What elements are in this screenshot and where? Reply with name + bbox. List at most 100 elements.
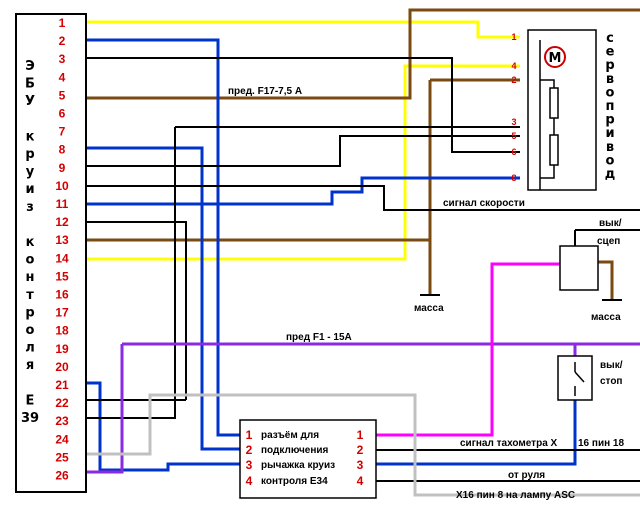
servo-label-char: в [606, 72, 614, 87]
ecu-label-char: т [26, 288, 34, 303]
servo-pin-2: 2 [511, 75, 516, 85]
ecu-pin-10: 10 [55, 179, 69, 193]
motor-icon [544, 46, 566, 68]
ecu-label-char: о [26, 253, 35, 268]
ecu-label-char: к [26, 129, 35, 144]
wire-yellow-pin14-servo4 [86, 64, 520, 261]
ecu-pin-22: 22 [55, 396, 69, 410]
ecu-label-char: л [25, 341, 35, 356]
ecu-pin-16: 16 [55, 288, 69, 302]
ecu-label-char: у [26, 165, 35, 180]
wire-blue-brake [376, 400, 577, 466]
ecu-pin-25: 25 [55, 450, 69, 464]
connector-right-pin-1: 1 [357, 428, 364, 442]
label-clutch-1: вык/ [599, 218, 622, 229]
label-from-steering: от руля [508, 470, 545, 481]
servo-label-char: в [606, 140, 614, 155]
servo-pin-8: 8 [511, 173, 516, 183]
ecu-label-char: о [26, 323, 35, 338]
connector-text-line: контроля Е34 [261, 476, 328, 487]
label-tacho-pin: 16 пин 18 [578, 438, 624, 449]
label-brake-2: стоп [600, 376, 622, 387]
servo-label-char: р [605, 113, 614, 128]
ecu-pin-9: 9 [59, 161, 66, 175]
wire-black-pin12 [86, 221, 187, 400]
label-speed-signal: сигнал скорости [443, 198, 525, 209]
label-clutch-2: сцеп [597, 236, 620, 247]
servo-label-char: с [606, 31, 614, 46]
servo-label-char: е [606, 45, 615, 60]
label-fuse-f17: пред. F17-7,5 А [228, 86, 302, 97]
wire-brown-ground2 [598, 260, 614, 300]
ecu-label-char: з [26, 200, 34, 215]
wire-blue-pin11-servo8 [86, 176, 520, 206]
label-brake-1: вык/ [600, 360, 623, 371]
servo-label-char: р [605, 58, 614, 73]
ecu-pin-14: 14 [55, 251, 69, 265]
label-asc-lamp: Х16 пин 8 на лампу ASC [456, 490, 575, 501]
ecu-pin-20: 20 [55, 360, 69, 374]
wire-blue-pin8 [86, 146, 240, 451]
servo-label-char: о [606, 85, 615, 100]
ecu-pin-24: 24 [55, 432, 69, 446]
label-ground-2: масса [591, 312, 621, 323]
ecu-pin-2: 2 [59, 34, 66, 48]
ecu-pin-1: 1 [59, 16, 66, 30]
servo-pin-6: 6 [511, 147, 516, 157]
ecu-label-char: Е [26, 393, 35, 408]
ecu-pin-19: 19 [55, 342, 69, 356]
ecu-pin-17: 17 [55, 306, 69, 320]
wires [86, 8, 640, 497]
wire-blue-pin21 [86, 381, 240, 472]
connector-left-pin-4: 4 [246, 474, 253, 488]
ecu-pin-18: 18 [55, 324, 69, 338]
ecu-label-char: и [25, 182, 34, 197]
connector-left-pin-2: 2 [246, 443, 253, 457]
servo-pin-5: 5 [511, 131, 516, 141]
ecu-label-char: 39 [21, 411, 39, 426]
ecu-pin-8: 8 [59, 143, 66, 157]
ecu-label-char: р [25, 147, 34, 162]
servo-pin-1: 1 [511, 32, 516, 42]
ecu-pin-3: 3 [59, 52, 66, 66]
ecu-pin-15: 15 [55, 269, 69, 283]
servo-label-char: и [605, 126, 614, 141]
servo-internals [539, 40, 559, 190]
wire-purple-pin26 [86, 344, 124, 474]
connector-right-pin-2: 2 [357, 443, 364, 457]
ecu-label-char: У [25, 94, 35, 109]
servo-label-char: д [605, 167, 616, 182]
ecu-label-char: к [26, 235, 35, 250]
connector-left-pin-3: 3 [246, 458, 253, 472]
connector-text-line: подключения [261, 445, 329, 456]
connector-box [239, 419, 377, 499]
connector-right-pin-4: 4 [357, 474, 364, 488]
wire-gray-pin25 [86, 393, 640, 497]
ecu-pin-12: 12 [55, 215, 69, 229]
ecu-pin-26: 26 [55, 469, 69, 483]
servo-label-char: п [606, 99, 615, 114]
ecu-label-char: р [25, 305, 34, 320]
ecu-pin-4: 4 [59, 70, 66, 84]
ecu-label-char: Э [25, 59, 35, 74]
wire-black-pin23 [86, 127, 176, 419]
ecu-pin-23: 23 [55, 414, 69, 428]
ecu-pin-11: 11 [56, 197, 69, 211]
servo-pin-3: 3 [511, 117, 516, 127]
ecu-label-char: я [26, 358, 34, 373]
wire-brown-pin5 [86, 8, 640, 100]
ecu-pin-7: 7 [59, 125, 66, 139]
wire-black-pin10-speed [86, 185, 640, 211]
motor-symbol: M [549, 51, 562, 66]
ecu-box [15, 13, 87, 493]
ecu-label-char: Б [25, 77, 35, 92]
connector-right-pin-3: 3 [357, 458, 364, 472]
ecu-pin-13: 13 [55, 233, 69, 247]
servo-label-char: о [606, 153, 615, 168]
